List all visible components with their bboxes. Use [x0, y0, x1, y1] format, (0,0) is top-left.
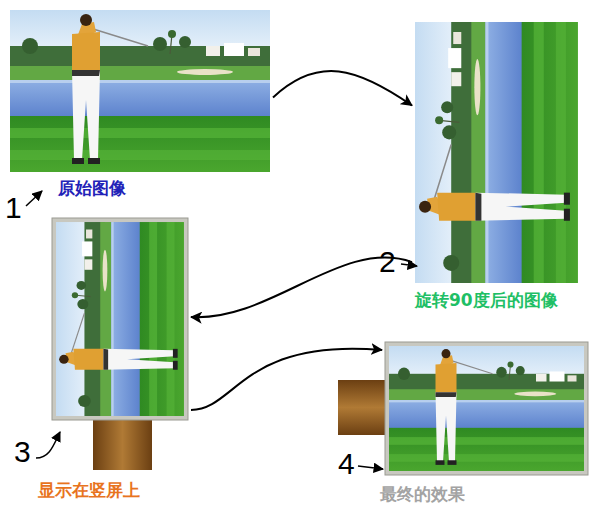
image-caption: 旋转90度后的图像 — [415, 290, 558, 310]
image-caption: 显示在竖屏上 — [38, 480, 140, 500]
image-caption: 原始图像 — [58, 178, 126, 198]
callout-number: 4 — [338, 448, 355, 480]
callout-number: 2 — [379, 246, 396, 278]
curved-arrow — [273, 71, 412, 105]
callout-number: 1 — [5, 192, 22, 224]
photo-panel: 原始图像 — [10, 10, 270, 172]
leader-line — [26, 191, 42, 206]
photo-panel: 最终的效果 — [385, 342, 588, 475]
leader-line — [358, 466, 383, 469]
curved-arrow — [191, 349, 382, 410]
curved-arrow — [191, 258, 412, 318]
photo-panel: 旋转90度后的图像 — [415, 22, 578, 283]
callout-number: 3 — [14, 436, 31, 468]
leader-line — [401, 264, 417, 266]
photo-panel: 显示在竖屏上 — [52, 218, 188, 420]
image-caption: 最终的效果 — [380, 484, 465, 504]
leader-line — [36, 432, 60, 458]
